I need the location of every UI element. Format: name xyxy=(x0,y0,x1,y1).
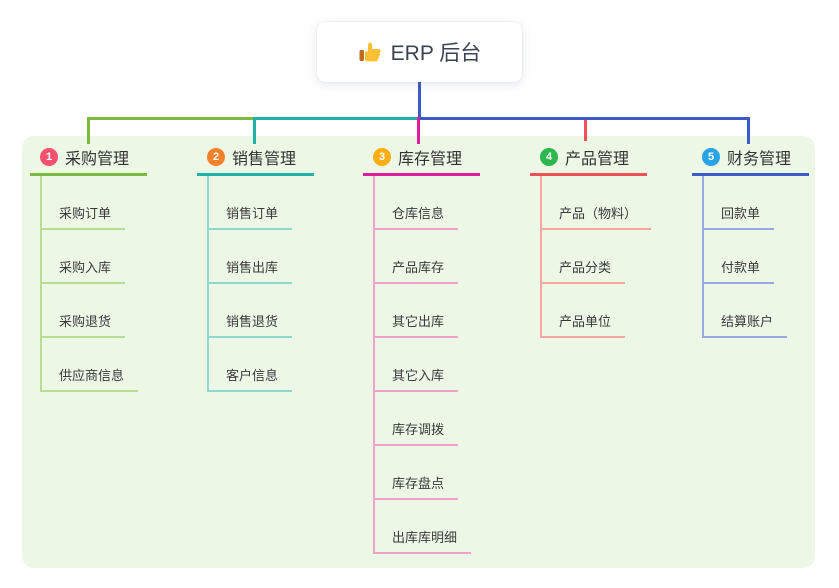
node-sales-return[interactable]: 销售退货 xyxy=(209,284,314,338)
branch-title-inventory[interactable]: 3 库存管理 xyxy=(363,145,480,176)
node-supplier-info[interactable]: 供应商信息 xyxy=(42,338,147,392)
badge-1: 1 xyxy=(40,148,58,166)
branch-label: 采购管理 xyxy=(65,151,130,168)
badge-3: 3 xyxy=(373,148,391,166)
branch-title-product[interactable]: 4 产品管理 xyxy=(530,145,647,176)
thumbs-up-icon xyxy=(358,40,382,64)
node-warehouse-info[interactable]: 仓库信息 xyxy=(375,176,480,230)
connector-horizontal-branch5 xyxy=(419,117,750,120)
branch-title-sales[interactable]: 2 销售管理 xyxy=(197,145,314,176)
node-purchase-inbound[interactable]: 采购入库 xyxy=(42,230,147,284)
connector-stub-branch4 xyxy=(584,120,587,141)
branch-children: 产品（物料） 产品分类 产品单位 xyxy=(540,176,652,338)
branch-label: 销售管理 xyxy=(232,151,297,168)
branch-sales: 2 销售管理 销售订单 销售出库 销售退货 客户信息 xyxy=(197,145,314,392)
branch-product: 4 产品管理 产品（物料） 产品分类 产品单位 xyxy=(530,145,652,338)
node-sales-order[interactable]: 销售订单 xyxy=(209,176,314,230)
branch-label: 财务管理 xyxy=(727,151,792,168)
badge-2: 2 xyxy=(207,148,225,166)
node-purchase-order[interactable]: 采购订单 xyxy=(42,176,147,230)
branch-purchase: 1 采购管理 采购订单 采购入库 采购退货 供应商信息 xyxy=(30,145,147,392)
node-other-outbound[interactable]: 其它出库 xyxy=(375,284,480,338)
branch-label: 库存管理 xyxy=(398,151,463,168)
connector-horizontal-branch2 xyxy=(253,117,420,120)
branch-children: 采购订单 采购入库 采购退货 供应商信息 xyxy=(40,176,147,392)
connector-horizontal-branch1 xyxy=(87,117,256,120)
root-connector-line xyxy=(418,81,421,120)
node-product-unit[interactable]: 产品单位 xyxy=(542,284,651,338)
node-sales-outbound[interactable]: 销售出库 xyxy=(209,230,314,284)
connector-stub-branch3 xyxy=(417,117,420,144)
root-node[interactable]: ERP 后台 xyxy=(317,22,522,82)
connector-stub-branch2 xyxy=(253,117,256,144)
node-product-stock[interactable]: 产品库存 xyxy=(375,230,480,284)
node-product-category[interactable]: 产品分类 xyxy=(542,230,651,284)
connector-stub-branch5 xyxy=(747,117,750,144)
node-product-material[interactable]: 产品（物料） xyxy=(542,176,652,230)
node-other-inbound[interactable]: 其它入库 xyxy=(375,338,480,392)
node-stock-count[interactable]: 库存盘点 xyxy=(375,446,480,500)
root-title: ERP 后台 xyxy=(390,42,482,65)
node-receipt-bill[interactable]: 回款单 xyxy=(704,176,809,230)
branch-finance: 5 财务管理 回款单 付款单 结算账户 xyxy=(692,145,809,338)
node-settlement-account[interactable]: 结算账户 xyxy=(704,284,809,338)
node-customer-info[interactable]: 客户信息 xyxy=(209,338,314,392)
branch-inventory: 3 库存管理 仓库信息 产品库存 其它出库 其它入库 库存调拨 库存盘点 出库库… xyxy=(363,145,480,554)
node-outbound-detail[interactable]: 出库库明细 xyxy=(375,500,480,554)
node-payment-bill[interactable]: 付款单 xyxy=(704,230,809,284)
node-stock-transfer[interactable]: 库存调拨 xyxy=(375,392,480,446)
branch-children: 仓库信息 产品库存 其它出库 其它入库 库存调拨 库存盘点 出库库明细 xyxy=(373,176,480,554)
badge-4: 4 xyxy=(540,148,558,166)
branch-children: 销售订单 销售出库 销售退货 客户信息 xyxy=(207,176,314,392)
branch-label: 产品管理 xyxy=(565,151,630,168)
node-purchase-return[interactable]: 采购退货 xyxy=(42,284,147,338)
branch-title-finance[interactable]: 5 财务管理 xyxy=(692,145,809,176)
badge-5: 5 xyxy=(702,148,720,166)
branches-panel xyxy=(22,136,815,568)
connector-stub-branch1 xyxy=(87,117,90,144)
branch-title-purchase[interactable]: 1 采购管理 xyxy=(30,145,147,176)
branch-children: 回款单 付款单 结算账户 xyxy=(702,176,809,338)
